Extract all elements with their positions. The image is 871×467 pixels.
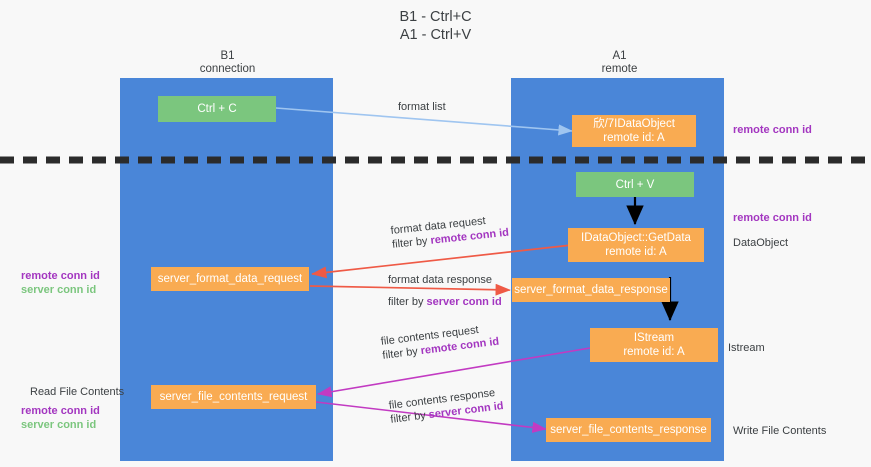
left-label-server-conn-id-2: server conn id [21,419,97,431]
node-server-format-data-request[interactable]: server_format_data_request [151,267,309,291]
column-header-a1: A1 remote [601,50,638,75]
filter-by-prefix: filter by [388,296,427,308]
filter-by-prefix: filter by [381,345,422,362]
diagram-title: B1 - Ctrl+C A1 - Ctrl+V [399,9,472,43]
server-conn-id-key: server conn id [426,296,502,308]
edge-label-file-contents-request: file contents request filter by remote c… [380,321,500,363]
left-label-read-file-contents: Read File Contents [30,386,125,398]
edge-label-format-data-response-line2: filter by server conn id [388,295,502,309]
right-label-write-file-contents: Write File Contents [733,425,827,437]
node-server-format-data-response[interactable]: server_format_data_response [512,278,670,302]
left-label-remote-conn-id-2: remote conn id [21,405,100,417]
filter-by-prefix: filter by [389,409,430,426]
right-label-istream: Istream [728,342,765,354]
left-label-server-conn-id: server conn id [21,284,97,296]
right-label-remote-conn-id-mid: remote conn id [733,212,812,224]
node-istream[interactable]: IStream remote id: A [590,328,718,362]
edge-label-format-data-response: format data response filter by server co… [388,273,502,309]
node-ctrl-c[interactable]: Ctrl + C [158,96,276,122]
node-server-file-contents-request[interactable]: server_file_contents_request [151,385,316,409]
node-server-file-contents-response[interactable]: server_file_contents_response [546,418,711,442]
node-ctrl-v[interactable]: Ctrl + V [576,172,694,197]
edge-label-file-contents-response: file contents response filter by server … [388,385,504,427]
node-idataobject-getdata[interactable]: IDataObject::GetData remote id: A [568,228,704,262]
column-header-b1: B1 connection [199,50,256,75]
filter-by-prefix: filter by [391,234,432,251]
node-idataobject-top[interactable]: 欣/7IDataObject remote id: A [572,115,696,147]
edge-label-format-list: format list [398,101,446,113]
right-label-remote-conn-id-top: remote conn id [733,124,812,136]
edge-label-format-data-request: format data request filter by remote con… [390,212,510,252]
edge-label-format-data-response-line1: format data response [388,274,492,286]
right-label-dataobject: DataObject [733,237,789,249]
left-label-remote-conn-id: remote conn id [21,270,100,282]
